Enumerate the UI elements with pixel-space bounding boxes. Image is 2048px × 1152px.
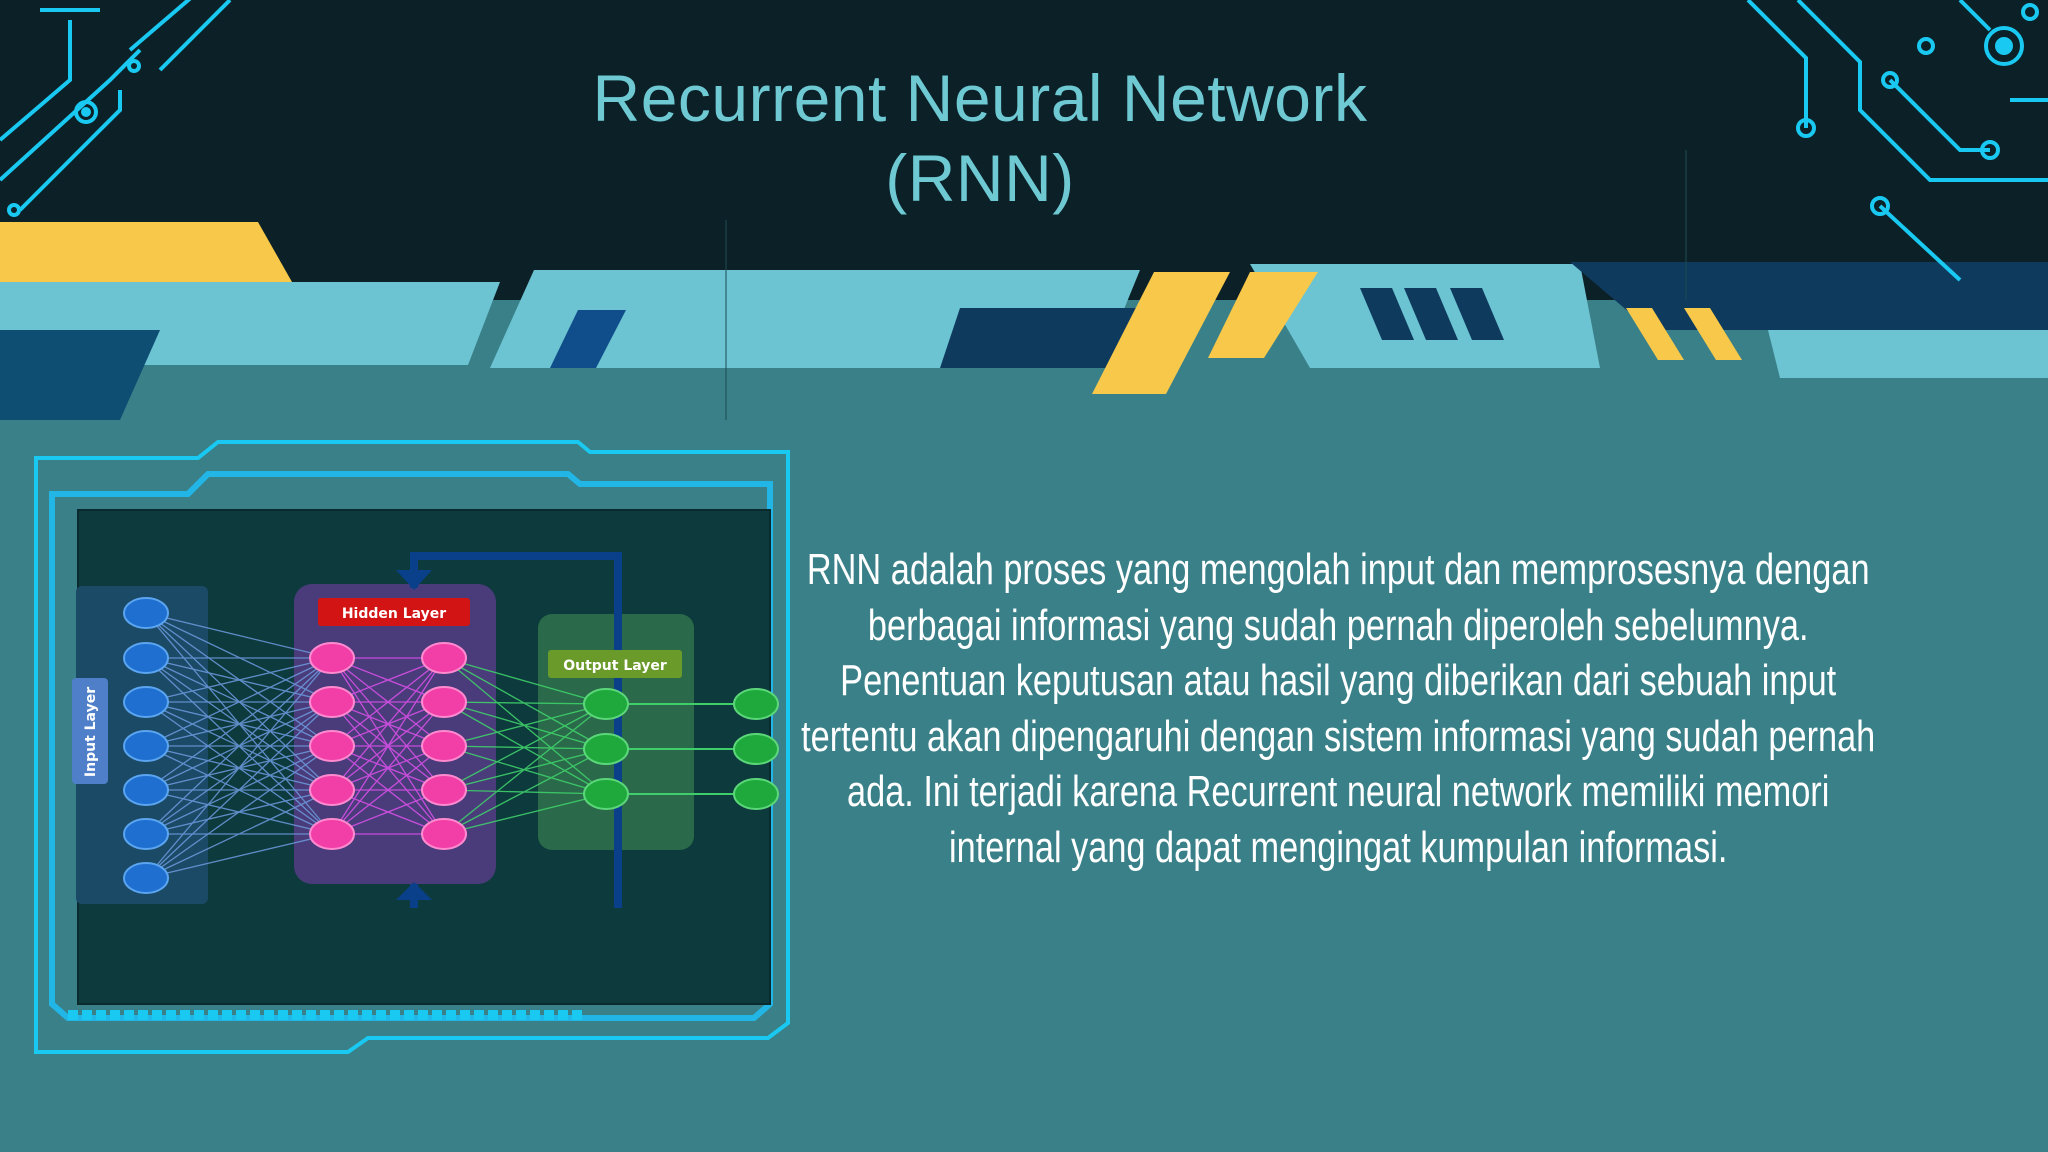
hidden-node	[309, 730, 355, 762]
final-output-node	[733, 688, 779, 720]
top-banner-background	[0, 0, 2048, 300]
input-node	[123, 862, 169, 894]
hidden-node	[421, 818, 467, 850]
slide-title: Recurrent Neural Network (RNN)	[560, 58, 1400, 218]
loop-arrow-head-top	[396, 570, 432, 590]
input-node	[123, 642, 169, 674]
final-output-node	[733, 733, 779, 765]
final-output-node	[733, 778, 779, 810]
hidden-node	[309, 686, 355, 718]
hidden-node	[309, 642, 355, 674]
input-layer-label-box	[72, 678, 108, 784]
input-node	[123, 686, 169, 718]
slide-body-text: RNN adalah proses yang mengolah input da…	[801, 545, 1876, 872]
deco-stripe-navy-left	[0, 330, 160, 420]
hidden-layer-label-box	[318, 598, 470, 626]
output-layer-label-box	[548, 650, 682, 678]
output-nodes	[583, 688, 779, 810]
figure-frame	[34, 440, 790, 1054]
slide-title-line-2: (RNN)	[885, 141, 1075, 215]
deco-yellow-slash-2	[1208, 272, 1318, 358]
output-node	[583, 778, 629, 810]
input-node	[123, 818, 169, 850]
deco-yellow-slash-3	[1626, 308, 1684, 360]
frame-ticks	[68, 1010, 582, 1020]
output-layer-label: Output Layer	[563, 658, 667, 674]
loop-arrow-head-bottom	[396, 882, 432, 900]
deco-slash-2	[1360, 288, 1414, 340]
hidden-nodes	[309, 642, 467, 850]
input-nodes	[123, 597, 169, 894]
hidden-layer-label: Hidden Layer	[342, 606, 446, 622]
hidden-node	[309, 774, 355, 806]
hidden-to-output-connections	[443, 657, 607, 835]
input-node	[123, 774, 169, 806]
input-node	[123, 730, 169, 762]
deco-yellow-slash-1	[1092, 272, 1230, 394]
deco-slash-4	[1450, 288, 1504, 340]
rnn-diagram-figure: Input Layer Hidden Layer Output Layer	[34, 440, 790, 1054]
hidden-node	[421, 730, 467, 762]
hidden-node	[309, 818, 355, 850]
hidden-node	[421, 642, 467, 674]
deco-slash-3	[1404, 288, 1458, 340]
deco-slash-1	[550, 310, 626, 368]
hidden-node	[421, 686, 467, 718]
output-arrows	[606, 703, 756, 795]
input-node	[123, 597, 169, 629]
output-node	[583, 733, 629, 765]
circuit-top-right	[1746, 0, 2048, 282]
input-layer-label: Input Layer	[83, 687, 99, 777]
deco-yellow-left	[0, 222, 292, 282]
slide-title-line-1: Recurrent Neural Network	[592, 61, 1368, 135]
deco-yellow-slash-4	[1684, 308, 1742, 360]
circuit-top-left	[0, 0, 232, 217]
input-to-hidden-connections	[145, 612, 333, 879]
hidden-node	[421, 774, 467, 806]
output-node	[583, 688, 629, 720]
